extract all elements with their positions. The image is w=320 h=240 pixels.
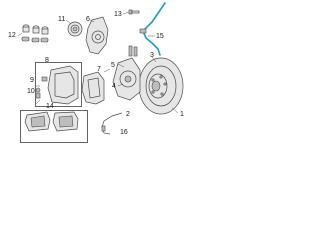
hardware-kit-part bbox=[21, 24, 49, 43]
brake-assembly-diagram bbox=[17, 2, 184, 135]
leader-lines bbox=[17, 11, 179, 114]
caliper-part bbox=[35, 65, 79, 105]
callout-1: 1 bbox=[180, 111, 184, 118]
callout-2: 2 bbox=[126, 111, 130, 118]
hose-bracket bbox=[139, 28, 147, 34]
callout-11: 11 bbox=[58, 16, 66, 23]
callout-12: 12 bbox=[8, 32, 16, 39]
callout-5: 5 bbox=[111, 62, 115, 69]
callout-7: 7 bbox=[97, 66, 101, 73]
callout-3: 3 bbox=[150, 52, 154, 59]
callout-15: 15 bbox=[156, 33, 164, 40]
hub-knuckle-part bbox=[112, 45, 141, 101]
callout-8: 8 bbox=[45, 57, 49, 64]
brake-rotor-part bbox=[138, 57, 184, 115]
bearing-seal-part bbox=[67, 21, 83, 37]
brake-hose-highlight bbox=[142, 2, 166, 56]
splash-shield-part bbox=[85, 16, 109, 55]
pads-group-box bbox=[20, 110, 88, 143]
callout-14: 14 bbox=[46, 103, 54, 110]
callout-10: 10 bbox=[27, 88, 35, 95]
callout-13: 13 bbox=[114, 11, 122, 18]
brake-pads-part bbox=[24, 111, 79, 132]
caliper-bracket-part bbox=[81, 71, 105, 105]
bleeder-screw-part bbox=[128, 9, 140, 15]
callout-4: 4 bbox=[112, 83, 116, 90]
wear-sensor-part bbox=[101, 112, 123, 135]
callout-6: 6 bbox=[86, 16, 90, 23]
caliper-group-box bbox=[35, 62, 82, 107]
callout-9: 9 bbox=[30, 77, 34, 84]
callout-16: 16 bbox=[120, 129, 128, 136]
